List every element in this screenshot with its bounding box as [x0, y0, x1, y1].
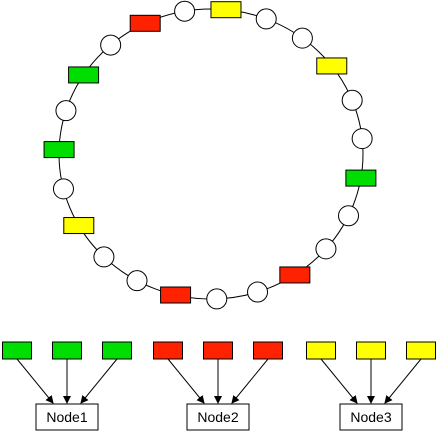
ring-node-box-green: [345, 169, 377, 187]
ring-key-oval: [341, 89, 363, 111]
hash-ring: [43, 0, 377, 310]
ring-node-box-yellow: [63, 217, 95, 235]
mapping-arrow: [167, 358, 205, 404]
virtual-node-box-green: [102, 341, 132, 360]
physical-node-label: Node2: [197, 409, 238, 425]
ring-node-box-red: [279, 266, 311, 284]
virtual-node-box-yellow: [306, 341, 336, 360]
ring-key-oval: [100, 34, 122, 56]
ring-key-oval: [351, 128, 373, 150]
virtual-node-box-yellow: [406, 341, 436, 360]
ring-key-oval: [206, 288, 228, 310]
ring-node-box-green: [43, 141, 75, 159]
node-group-2: Node2: [153, 341, 283, 431]
ring-key-oval: [247, 281, 269, 303]
ring-key-oval: [52, 178, 74, 200]
virtual-node-box-green: [2, 341, 32, 360]
ring-node-box-red: [129, 14, 161, 32]
ring-key-oval: [126, 270, 148, 292]
ring-key-oval: [55, 100, 77, 122]
virtual-node-box-red: [253, 341, 283, 360]
physical-node-box: [35, 403, 99, 431]
mapping-arrow: [16, 358, 54, 404]
mapping-arrow: [80, 358, 118, 404]
physical-node-label: Node1: [46, 409, 87, 425]
mapping-arrow: [320, 358, 358, 404]
physical-node-box: [186, 403, 250, 431]
virtual-node-box-red: [203, 341, 233, 360]
ring-key-oval: [255, 8, 277, 30]
node-groups: Node1 Node2 Node3: [2, 341, 436, 431]
ring-key-oval: [174, 0, 196, 22]
node-group-3: Node3: [306, 341, 436, 431]
physical-node-box: [339, 403, 403, 431]
ring-node-box-green: [68, 66, 100, 84]
ring-node-box-yellow: [316, 57, 348, 75]
mapping-arrow: [384, 358, 422, 404]
ring-key-oval: [93, 246, 115, 268]
virtual-node-box-green: [52, 341, 82, 360]
ring-node-box-yellow: [210, 1, 242, 19]
ring-key-oval: [291, 27, 313, 49]
virtual-node-box-red: [153, 341, 183, 360]
ring-key-oval: [338, 205, 360, 227]
mapping-arrow: [231, 358, 269, 404]
ring-node-box-red: [160, 286, 192, 304]
node-group-1: Node1: [2, 341, 132, 431]
ring-key-oval: [315, 238, 337, 260]
physical-node-label: Node3: [350, 409, 391, 425]
virtual-node-box-yellow: [356, 341, 386, 360]
